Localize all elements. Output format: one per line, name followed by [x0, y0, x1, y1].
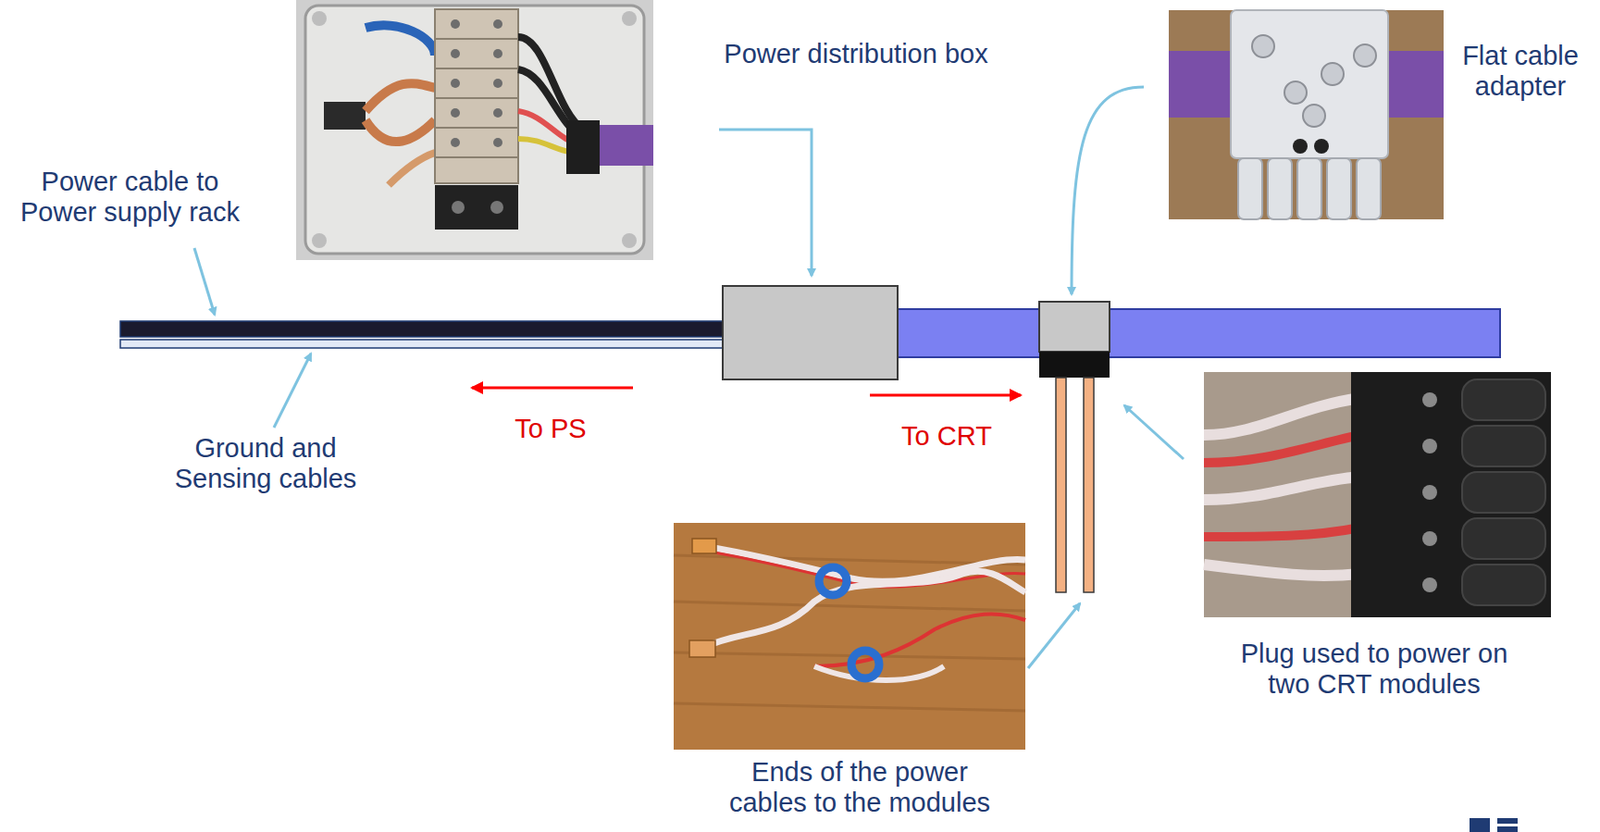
- logo: [1469, 818, 1518, 832]
- leader-lines: [194, 86, 1184, 669]
- label-text: Plug used to power on two CRT modules: [1230, 638, 1518, 701]
- plug-photo: [1203, 372, 1551, 618]
- cable-ends-photo: [673, 522, 1026, 750]
- direction-arrow: [471, 386, 633, 390]
- label-text: Ends of the power cables to the modules: [711, 756, 1008, 819]
- label-text: To PS: [495, 413, 607, 445]
- label-text: Ground and Sensing cables: [159, 433, 373, 496]
- label-text: Flat cable adapter: [1451, 40, 1590, 103]
- label-text: To CRT: [886, 421, 1007, 452]
- label-text: Power distribution box: [721, 38, 991, 70]
- direction-arrow: [869, 394, 1021, 397]
- flat-cable-adapter-photo: [1168, 10, 1444, 220]
- label-text: Power cable to Power supply rack: [7, 166, 253, 229]
- distribution-box-photo: [296, 0, 654, 261]
